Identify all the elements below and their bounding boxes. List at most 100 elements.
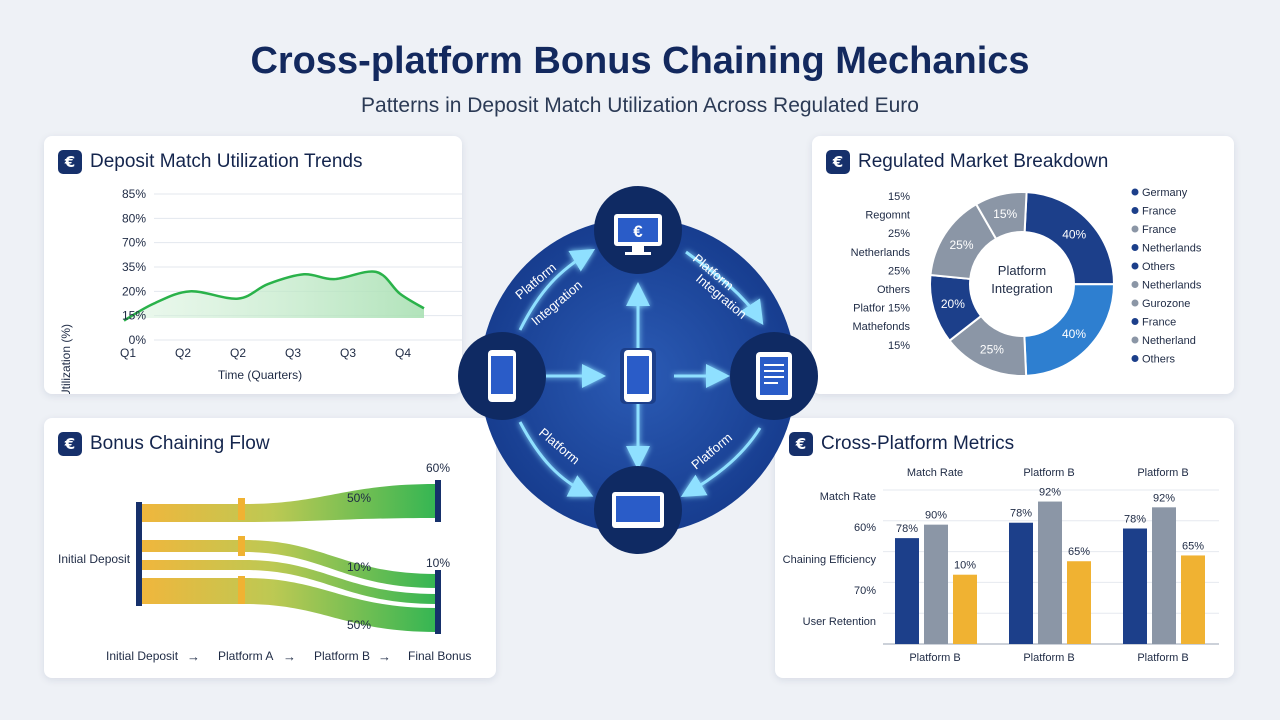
legend-swatch bbox=[1131, 225, 1139, 233]
metric-row-label: User Retention bbox=[803, 616, 876, 628]
legend-label: Germany bbox=[1142, 187, 1188, 199]
legend-label: France bbox=[1142, 224, 1176, 236]
market-side-label: Platfor 15% bbox=[853, 303, 910, 315]
hub-connections bbox=[518, 248, 764, 498]
arrow-icon: → bbox=[283, 649, 296, 664]
flow-node-final-bottom bbox=[435, 570, 441, 634]
slice-label: 15% bbox=[993, 207, 1017, 221]
y-tick-label: 35% bbox=[122, 260, 146, 274]
page-subtitle: Patterns in Deposit Match Utilization Ac… bbox=[361, 94, 919, 117]
donut-center-label: Integration bbox=[991, 281, 1052, 296]
flow-card: € Bonus Chaining Flow Initial Deposit 60… bbox=[44, 418, 496, 678]
page-title: Cross-platform Bonus Chaining Mechanics bbox=[250, 40, 1030, 82]
y-tick-label: 20% bbox=[122, 284, 146, 298]
x-tick-label: Q2 bbox=[175, 346, 191, 360]
legend-label: Netherlands bbox=[1142, 280, 1202, 292]
trends-header: € Deposit Match Utilization Trends bbox=[58, 150, 362, 174]
y-tick-label: 70% bbox=[122, 236, 146, 250]
metric-bar bbox=[1038, 501, 1062, 644]
bar-value-label: 78% bbox=[896, 523, 918, 535]
metric-row-label: 70% bbox=[854, 585, 876, 597]
market-header: € Regulated Market Breakdown bbox=[826, 150, 1108, 174]
euro-icon: € bbox=[58, 432, 82, 456]
flow-band-mid bbox=[140, 540, 436, 588]
market-side-label: Regomnt bbox=[865, 210, 910, 222]
legend-swatch bbox=[1131, 207, 1139, 214]
metric-row-label: Chaining Efficiency bbox=[783, 554, 877, 566]
flow-step-label: Final Bonus bbox=[408, 649, 471, 663]
legend-swatch bbox=[1131, 336, 1139, 344]
euro-icon: € bbox=[826, 150, 850, 174]
metric-bar bbox=[953, 574, 977, 644]
hub-node-center[interactable] bbox=[620, 348, 656, 404]
market-side-label: Netherlands bbox=[851, 247, 911, 259]
metrics-header: € Cross-Platform Metrics bbox=[789, 432, 1014, 456]
group-bottom-label: Platform B bbox=[1023, 652, 1074, 664]
metric-bar bbox=[1123, 528, 1147, 644]
slice-label: 20% bbox=[941, 297, 965, 311]
flow-source-label: Initial Deposit bbox=[58, 552, 131, 566]
flow-node-final-top bbox=[435, 480, 441, 522]
trend-area bbox=[124, 271, 424, 321]
hub-node-right[interactable] bbox=[730, 332, 818, 420]
legend-label: Netherland bbox=[1142, 335, 1196, 347]
flow-node-a bbox=[238, 498, 245, 520]
flow-header: € Bonus Chaining Flow bbox=[58, 432, 270, 456]
metrics-card: € Cross-Platform Metrics Match Rate 60% Ch… bbox=[775, 418, 1234, 678]
y-tick-label: 85% bbox=[122, 187, 146, 201]
market-side-label: Others bbox=[877, 284, 911, 296]
metric-bar bbox=[895, 538, 919, 644]
legend-label: Gurozone bbox=[1142, 298, 1190, 310]
metric-row-label: Match Rate bbox=[820, 491, 876, 503]
legend-label: Netherlands bbox=[1142, 243, 1202, 255]
flow-step-label: Platform B bbox=[314, 649, 370, 663]
legend-label: Others bbox=[1142, 354, 1176, 366]
euro-icon: € bbox=[58, 150, 82, 174]
bar-value-label: 78% bbox=[1010, 508, 1032, 520]
hub-node-top[interactable]: € bbox=[594, 186, 682, 274]
x-tick-label: Q1 bbox=[120, 346, 136, 360]
metric-bar bbox=[1067, 561, 1091, 644]
euro-icon: € bbox=[633, 222, 643, 241]
flow-step-label: Initial Deposit bbox=[106, 649, 179, 663]
trend-line bbox=[123, 270, 425, 322]
group-bottom-label: Platform B bbox=[909, 652, 960, 664]
tablet-icon bbox=[756, 352, 792, 400]
metric-bar bbox=[924, 524, 948, 644]
group-bottom-label: Platform B bbox=[1137, 652, 1188, 664]
monitor-euro-icon: € bbox=[614, 214, 662, 255]
flow-value-label: 50% bbox=[347, 618, 371, 632]
trend-xlabel: Time (Quarters) bbox=[218, 368, 302, 382]
flow-node-source bbox=[136, 502, 142, 606]
euro-icon: € bbox=[789, 432, 813, 456]
market-side-label: 25% bbox=[888, 228, 910, 240]
legend-swatch bbox=[1131, 318, 1139, 325]
market-side-label: Mathefonds bbox=[853, 321, 911, 333]
trend-ylabel: Utilization (%) bbox=[59, 324, 73, 394]
arrow-icon: → bbox=[378, 649, 391, 664]
market-card: € Regulated Market Breakdown 15% Regomnt 2… bbox=[812, 136, 1234, 394]
legend-swatch bbox=[1131, 281, 1139, 288]
metrics-title: Cross-Platform Metrics bbox=[821, 433, 1015, 454]
legend-swatch bbox=[1131, 299, 1139, 307]
slice-label: 25% bbox=[950, 238, 974, 252]
metric-row-label: 60% bbox=[854, 522, 876, 534]
flow-step-label: Platform A bbox=[218, 649, 273, 663]
market-side-label: 15% bbox=[888, 191, 910, 203]
flow-node-a3 bbox=[238, 576, 245, 604]
flow-band-mid2 bbox=[140, 560, 436, 604]
x-tick-label: Q4 bbox=[395, 346, 411, 360]
hub-node-bottom[interactable] bbox=[594, 466, 682, 554]
bar-value-label: 65% bbox=[1182, 540, 1204, 552]
market-side-label: 25% bbox=[888, 265, 910, 277]
group-top-label: Platform B bbox=[1023, 467, 1074, 479]
legend-swatch bbox=[1131, 262, 1139, 270]
x-tick-label: Q3 bbox=[285, 346, 301, 360]
donut-slice bbox=[974, 191, 1028, 241]
donut-center-label: Platform bbox=[998, 263, 1046, 278]
smartphone-icon bbox=[488, 350, 516, 402]
flow-value-label: 60% bbox=[426, 461, 450, 475]
market-chart: 15%Regomnt25%Netherlands25%OthersPlatfor… bbox=[851, 187, 1202, 377]
hub-node-left[interactable] bbox=[458, 332, 546, 420]
